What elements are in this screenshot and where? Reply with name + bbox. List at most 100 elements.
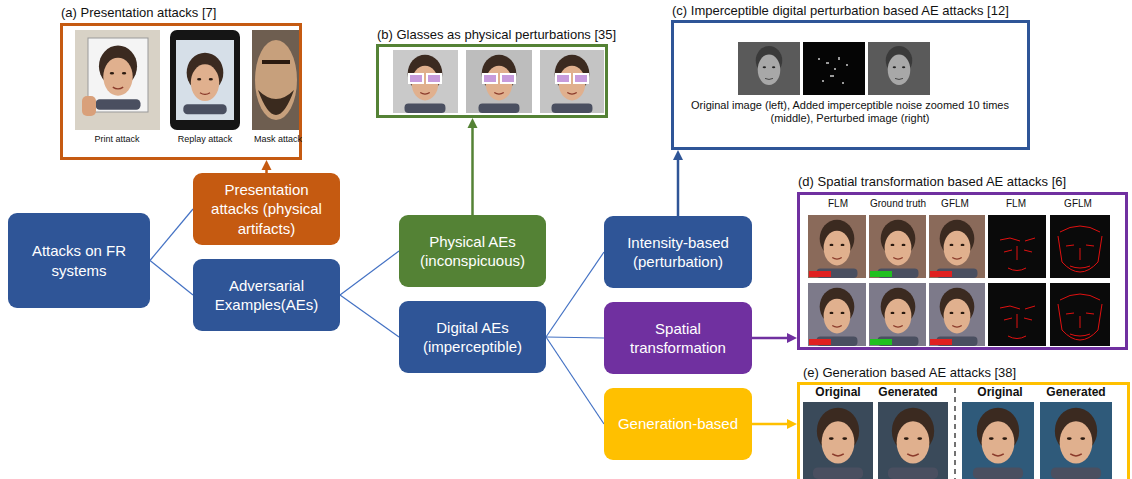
landmark-line [1000,238,1035,271]
face-photo [973,408,1023,479]
glasses-lens [427,74,441,83]
noise-dot [842,82,844,84]
photo-background [738,42,800,95]
example-panel: (e) Generation based AE attacks [38]Orig… [797,382,1130,479]
category-box: Presentation attacks (physical artifacts… [193,173,340,245]
noise-dot [830,75,834,77]
connector [673,150,683,216]
landmark-line [1058,294,1102,340]
connector [752,333,797,343]
glasses-lens [483,74,497,83]
phone-screen [176,40,234,120]
category-box: Intensity-based (perturbation) [604,216,752,288]
glasses-lens [574,74,588,83]
box-label: Adversarial Examples(AEs) [201,276,332,315]
image-caption: Print attack [67,134,167,144]
category-box: Attacks on FR systems [8,213,150,308]
connector-line [752,423,788,426]
image-caption: FLM [966,198,1066,210]
category-box: Digital AEs (imperceptible) [399,301,546,373]
photo-background [540,50,604,113]
glasses-lens [501,74,515,83]
score-tag [930,271,952,277]
noise-dot [838,57,840,60]
landmark-line [1058,226,1102,272]
image-caption: Replay attack [155,134,255,144]
photo-background [803,402,873,479]
image-caption: GFLM [1028,198,1128,210]
face-photo [817,288,858,346]
photo-background [929,215,985,278]
category-box: Physical AEs (inconspicuous) [399,215,546,287]
photo-background [869,215,926,278]
face-photo [878,220,919,278]
connector [340,295,399,337]
image-caption: Mask attack [228,134,328,144]
connector [468,118,478,215]
mask-brow [262,60,290,64]
noise-dot [822,80,824,82]
face-photo [756,46,783,85]
panel-heading: (d) Spatial transformation based AE atta… [798,175,1066,190]
landmark-map [1050,215,1110,278]
box-label: Intensity-based (perturbation) [612,233,744,272]
photo-background [868,42,930,95]
score-tag [930,339,952,345]
noise-image [803,42,865,95]
arrowhead [673,150,683,160]
photo-background [808,215,866,278]
score-tag [870,271,892,277]
box-label: Generation-based [618,414,738,434]
photo-background [75,30,160,130]
divider-line [954,388,956,479]
arrowhead [262,160,272,170]
box-label: Digital AEs (imperceptible) [407,318,538,357]
face-photo [886,46,913,85]
score-tag [809,339,831,345]
connector [546,337,604,338]
image-caption: GFLM [905,198,1005,210]
landmark-map [988,215,1046,278]
noise-dot [846,64,848,66]
printed-photo [88,38,148,112]
face-photo [95,46,140,110]
connector-line [150,209,193,261]
connector-line [677,159,680,216]
score-tag [870,339,892,345]
box-label: Presentation attacks (physical artifacts… [201,180,332,239]
face-photo [479,55,520,113]
face-photo [405,55,446,113]
photo-background [466,50,532,113]
phone-body [170,30,240,130]
face-photo [817,220,858,278]
photo-background [869,283,926,346]
connector-line [150,261,193,296]
image-caption: Original image (left), Added imperceptib… [690,99,1010,124]
photo-background [393,50,458,113]
box-label: Attacks on FR systems [16,241,142,280]
face-photo [1051,408,1101,479]
glasses-lens [556,74,570,83]
landmark-map [988,283,1046,346]
connector-line [546,337,604,424]
face-photo [878,288,919,346]
category-box: Spatial transformation [604,302,752,374]
hand [82,96,96,116]
glasses-lens [409,74,423,83]
connector [752,419,797,429]
landmark-lines [1000,226,1102,340]
glasses [409,74,588,83]
connector-line [471,127,474,215]
face-photo [888,408,938,479]
noise-dots [818,57,848,84]
connector [546,252,604,337]
panel-heading: (a) Presentation attacks [7] [61,6,216,21]
box-label: Physical AEs (inconspicuous) [407,232,538,271]
example-panel: (b) Glasses as physical perturbations [3… [376,44,608,118]
connector-line [752,337,788,340]
landmark-line [1000,306,1035,339]
photo-background [878,402,948,479]
face-photo [937,288,978,346]
